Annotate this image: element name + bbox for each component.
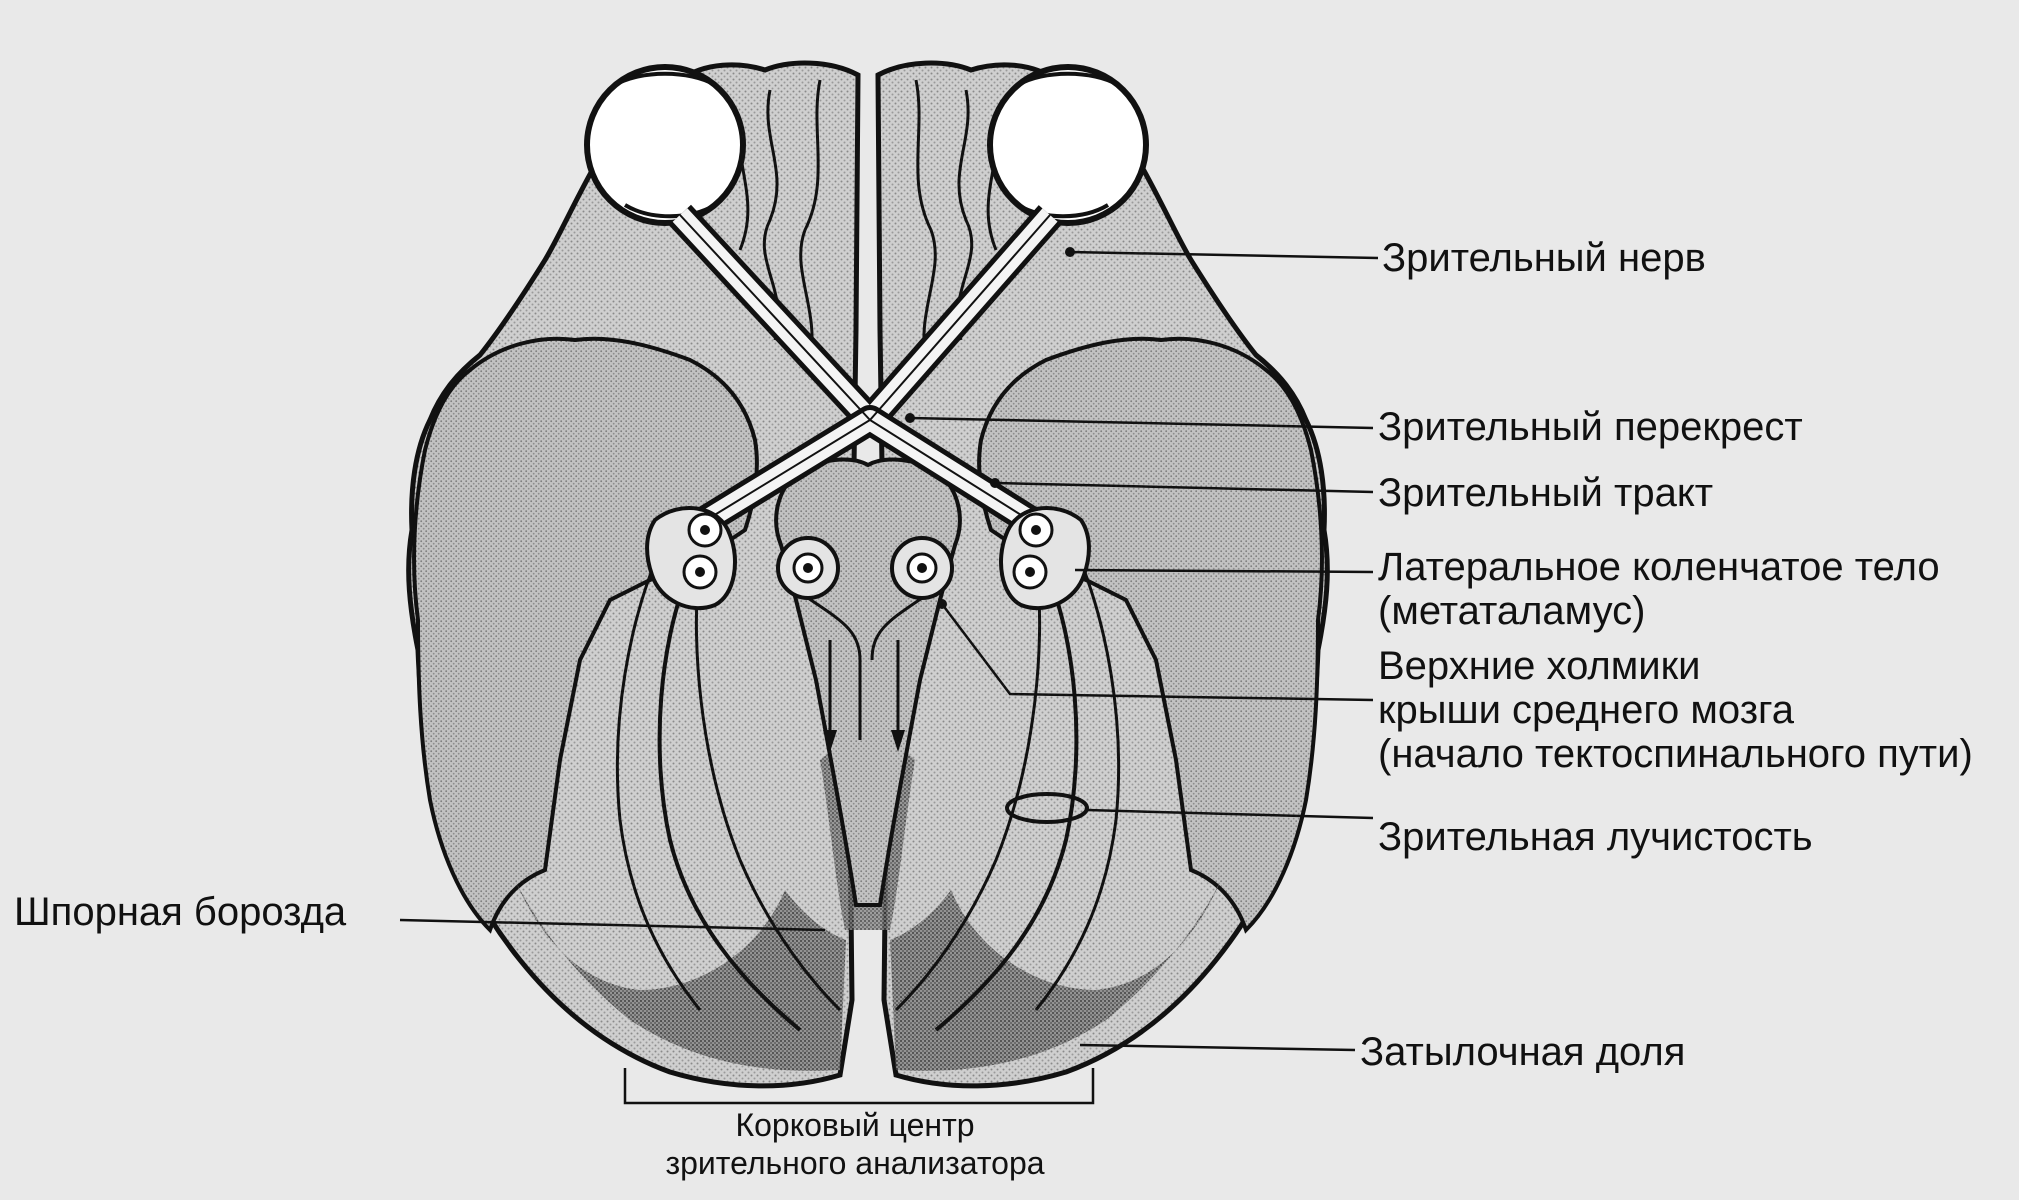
label-lgb-line1: Латеральное коленчатое тело [1378, 545, 1940, 589]
label-optic-nerve: Зрительный нерв [1382, 236, 1706, 280]
label-cortical-visual-center: Корковый центр зрительного анализатора [620, 1106, 1090, 1182]
label-colliculi-line3: (начало тектоспинального пути) [1378, 732, 1973, 776]
left-eye [584, 64, 746, 226]
label-optic-chiasm: Зрительный перекрест [1378, 405, 1803, 449]
lgb-left [645, 506, 737, 611]
label-occipital-lobe: Затылочная доля [1360, 1030, 1686, 1074]
label-colliculi-line1: Верхние холмики [1378, 644, 1701, 688]
superior-colliculi [776, 536, 954, 600]
right-eye [987, 64, 1149, 226]
label-optic-radiation: Зрительная лучистость [1378, 815, 1813, 859]
optic-radiation-left-inner [694, 559, 842, 1012]
optic-radiation-right [934, 569, 1079, 1032]
optic-radiation-left-outer [615, 549, 702, 1011]
right-temporal-lobe [977, 336, 1324, 934]
label-optic-tract: Зрительный тракт [1378, 471, 1714, 515]
optic-radiation-marker [1005, 792, 1089, 824]
optic-radiation-right-outer [1034, 549, 1121, 1011]
optic-radiation-right-inner [894, 559, 1042, 1012]
leader-lines [399, 250, 1379, 1105]
occipital-cortex-right [890, 880, 1221, 1071]
leader-dots [905, 247, 1075, 609]
optic-radiation-left [657, 569, 802, 1032]
label-lateral-geniculate-body: Латеральное коленчатое тело (метаталамус… [1378, 545, 1940, 633]
label-lgb-line2: (метаталамус) [1378, 589, 1646, 633]
label-cortical-line2: зрительного анализатора [665, 1145, 1045, 1181]
tectospinal-arrows [807, 596, 923, 752]
label-calcarine-sulcus: Шпорная борозда [14, 890, 347, 934]
optic-nerves-chiasm [668, 204, 1062, 543]
left-temporal-lobe [412, 336, 759, 934]
label-colliculi-line2: крыши среднего мозга [1378, 688, 1794, 732]
label-cortical-line1: Корковый центр [735, 1107, 975, 1143]
label-superior-colliculi: Верхние холмики крыши среднего мозга (на… [1378, 644, 1973, 776]
lgb-right [999, 506, 1091, 611]
